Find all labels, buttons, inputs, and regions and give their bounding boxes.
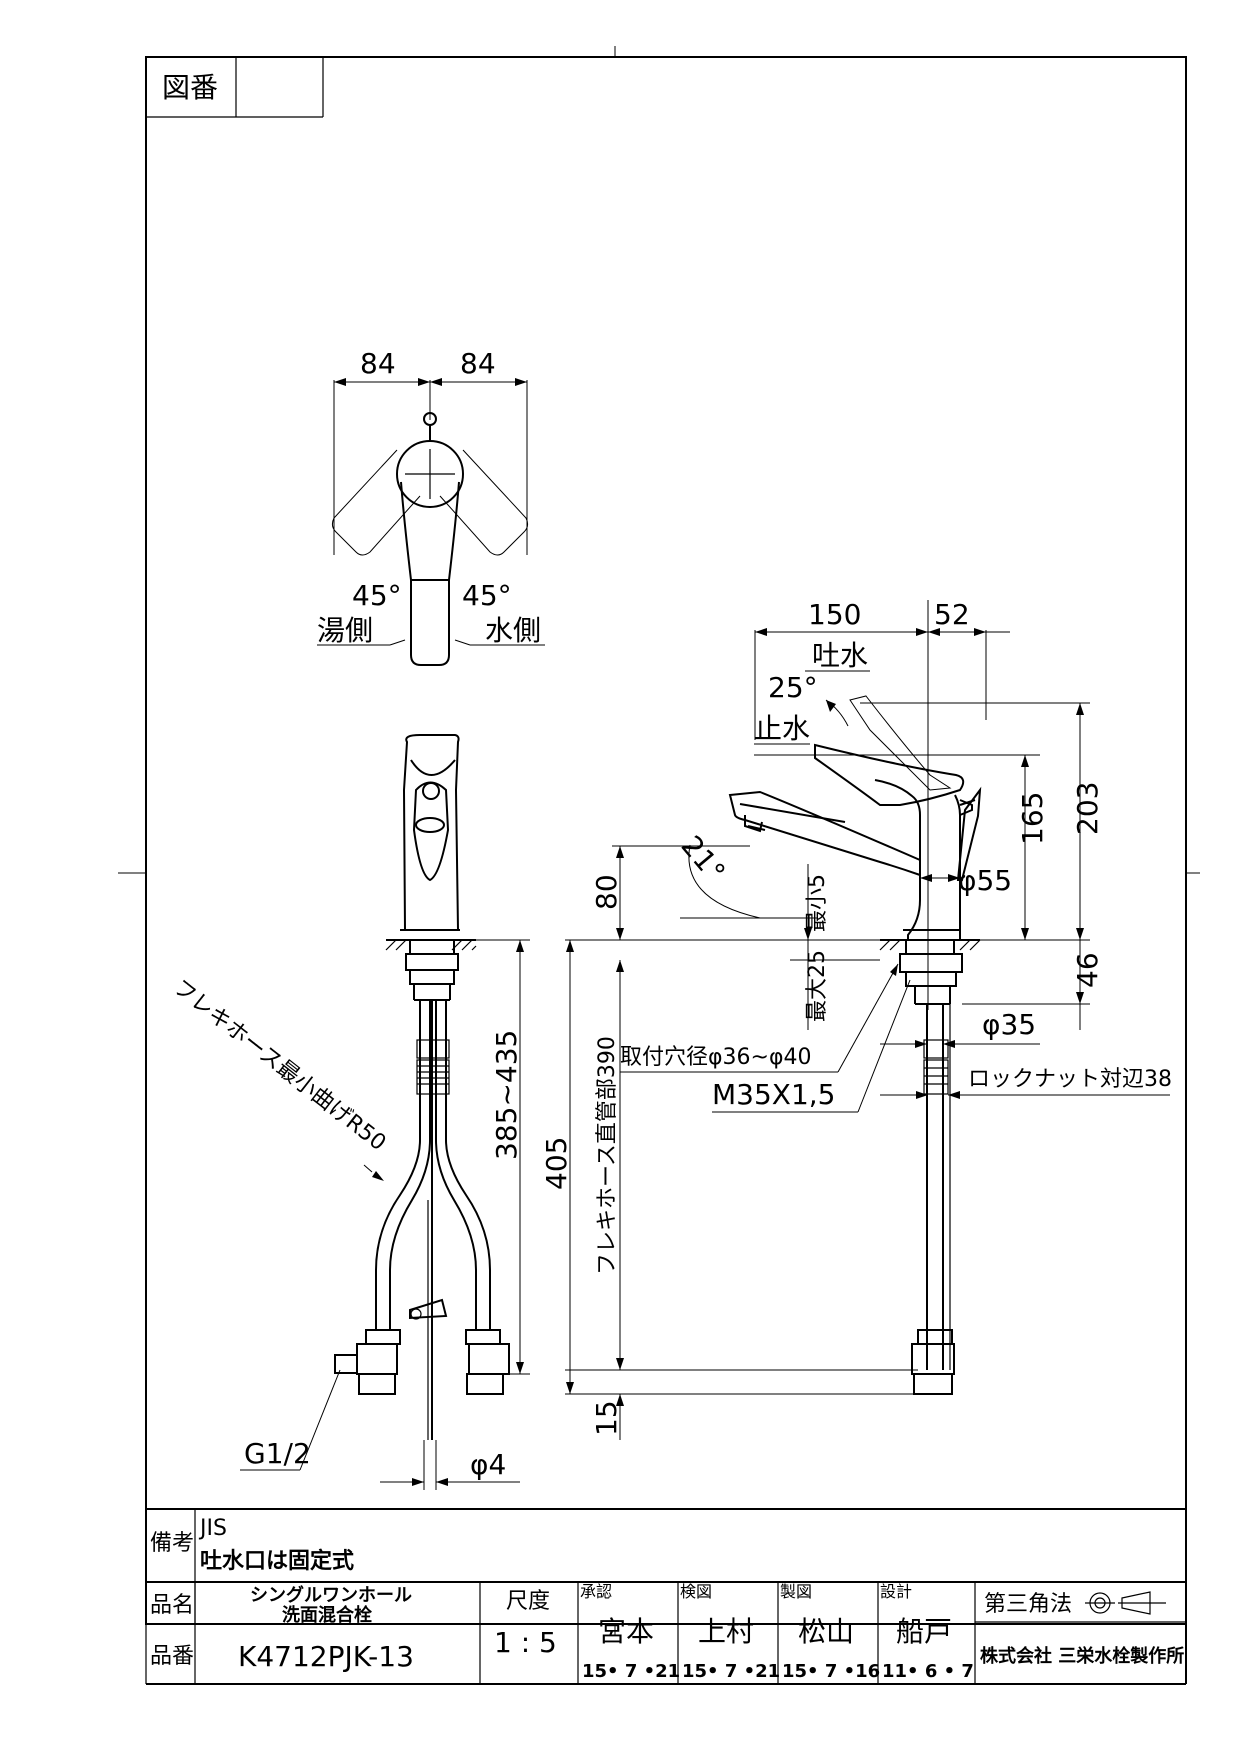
third-angle-projection-icon — [1085, 1591, 1166, 1615]
design-label: 設計 — [880, 1582, 912, 1601]
max-thickness-label: 最大25 — [805, 950, 830, 1022]
projection-label: 第三角法 — [984, 1592, 1072, 1617]
drawing-number-label: 図番 — [162, 71, 218, 104]
design-date: 11• 6 • 7 — [882, 1661, 974, 1682]
dim-52: 52 — [934, 598, 970, 631]
product-name-line1: シングルワンホール — [250, 1584, 412, 1606]
notes-label: 備考 — [150, 1531, 194, 1556]
product-number: K4712PJK-13 — [238, 1640, 414, 1673]
spout-open-label: 吐水 — [812, 639, 868, 672]
spout-angle-25: 25° — [768, 671, 818, 704]
product-name-label: 品名 — [150, 1593, 194, 1618]
inlet-thread-label: G1/2 — [244, 1437, 311, 1470]
side-view: 150 52 吐水 25° 止水 — [540, 598, 1172, 1440]
notes-line1: JIS — [198, 1516, 227, 1541]
design-name: 船戸 — [896, 1615, 952, 1648]
dim-405: 405 — [540, 1137, 573, 1190]
drawn-date: 15• 7 •16 — [782, 1661, 880, 1682]
lock-nut-label: ロックナット対辺38 — [968, 1067, 1172, 1092]
hose-straight-label: フレキホース直管部390 — [595, 1036, 620, 1275]
approved-name: 宮本 — [598, 1615, 654, 1648]
spout-tilt-21: 21° — [675, 829, 732, 888]
mounting-hole-label: 取付穴径φ36~φ40 — [620, 1045, 811, 1070]
dim-150: 150 — [808, 598, 861, 631]
rod-diameter-label: φ4 — [470, 1448, 506, 1481]
drawing-number-box: 図番 — [146, 57, 324, 118]
approved-date: 15• 7 •21 — [582, 1661, 680, 1682]
dim-84-left: 84 — [360, 347, 396, 380]
checked-date: 15• 7 •21 — [682, 1661, 780, 1682]
scale-label: 尺度 — [506, 1589, 550, 1614]
checked-label: 検図 — [680, 1582, 712, 1601]
front-view: フレキホース最小曲げR50 385~435 G1/2 φ4 — [168, 734, 530, 1490]
dim-203: 203 — [1071, 782, 1104, 835]
body-diameter-55: φ55 — [958, 864, 1012, 897]
spout-stop-label: 止水 — [754, 712, 810, 745]
product-number-label: 品番 — [150, 1644, 194, 1669]
drawn-label: 製図 — [780, 1582, 812, 1601]
min-thickness-label: 最小5 — [805, 874, 830, 932]
dim-385-435: 385~435 — [490, 1030, 523, 1160]
dim-165: 165 — [1016, 792, 1049, 845]
title-block: 品名 シングルワンホール 洗面混合栓 品番 K4712PJK-13 尺度 1 :… — [145, 1581, 1187, 1685]
diameter-35-label: φ35 — [982, 1008, 1036, 1041]
notes-line2: 吐水口は固定式 — [200, 1548, 354, 1574]
approved-label: 承認 — [580, 1582, 612, 1601]
dim-80: 80 — [590, 874, 623, 910]
dim-46: 46 — [1071, 952, 1104, 988]
hose-min-bend-label: フレキホース最小曲げR50 — [168, 975, 390, 1156]
dim-15: 15 — [590, 1400, 623, 1436]
notes-block: 備考 JIS 吐水口は固定式 — [146, 1508, 1186, 1624]
hot-side-label: 湯側 — [317, 614, 373, 647]
product-name-line2: 洗面混合栓 — [282, 1604, 372, 1626]
cold-side-label: 水側 — [485, 614, 541, 647]
angle-45-right: 45° — [462, 579, 512, 612]
scale-value: 1 : 5 — [494, 1626, 557, 1659]
checked-name: 上村 — [698, 1615, 754, 1648]
top-view: 84 84 45° 45° 湯側 水側 — [317, 347, 545, 666]
dim-84-right: 84 — [460, 347, 496, 380]
drawing-frame — [145, 56, 1187, 1625]
angle-45-left: 45° — [352, 579, 402, 612]
thread-label: M35X1,5 — [712, 1078, 836, 1111]
drawn-name: 松山 — [798, 1615, 854, 1648]
company-name: 株式会社 三栄水栓製作所 — [980, 1645, 1184, 1667]
